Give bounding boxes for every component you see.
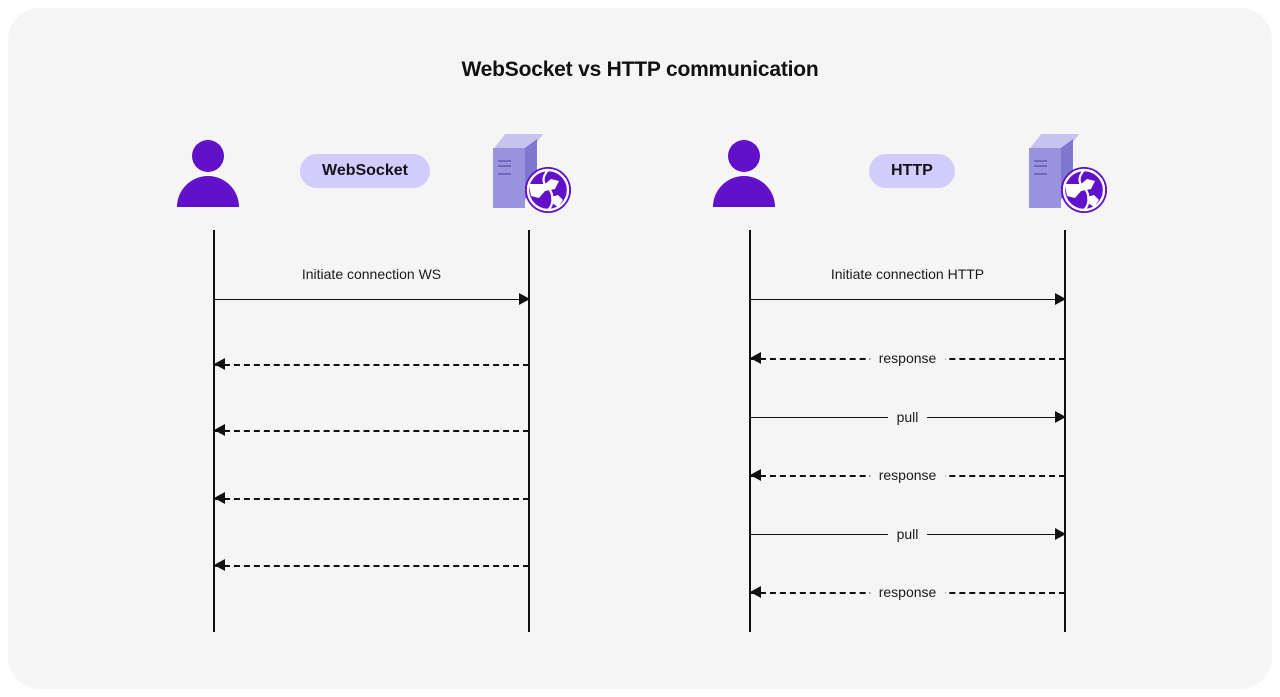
user-body-shape [177,176,239,207]
server-vent-line [498,160,511,162]
arrowhead-right [1055,293,1066,305]
arrowhead-left [214,358,225,370]
server-vent-line [1034,165,1047,167]
message-label: pull [887,524,928,544]
arrowhead-left [750,469,761,481]
arrowhead-left [214,424,225,436]
arrowhead-right [1055,411,1066,423]
server-vent-line [1034,160,1047,162]
message-http-4: pull [750,524,1066,545]
user-head-shape [192,140,224,172]
arrowhead-right [519,293,530,305]
server-vent-line [498,173,511,175]
message-http-3: response [750,465,1065,486]
message-http-2: pull [750,407,1066,428]
lifeline-http-server [1064,230,1066,632]
message-line-dashed [214,565,529,567]
server-front-face [493,148,525,208]
message-websocket-1 [214,355,529,375]
message-line-solid [214,299,529,300]
diagram-canvas: WebSocket vs HTTP communication WebSocke… [8,8,1272,689]
arrowhead-left [214,492,225,504]
message-http-5: response [750,582,1065,603]
arrowhead-left [750,352,761,364]
lifeline-http-client [749,230,751,632]
message-label: response [869,348,946,368]
server-globe-icon [492,134,573,216]
user-head-shape [728,140,760,172]
arrowhead-right [1055,528,1066,540]
arrowhead-left [214,559,225,571]
message-label: response [869,465,946,485]
page-title: WebSocket vs HTTP communication [461,58,819,81]
server-vent-line [498,165,511,167]
user-icon [174,134,254,214]
message-http-1: response [750,348,1065,369]
message-label: response [869,582,946,602]
globe-icon [1061,167,1107,213]
protocol-badge-http[interactable]: HTTP [869,154,955,188]
message-line-solid [750,299,1065,300]
message-websocket-4 [214,556,529,576]
message-line-dashed [214,430,529,432]
protocol-badge-websocket[interactable]: WebSocket [300,154,430,188]
server-front-face [1029,148,1061,208]
globe-icon [525,167,571,213]
message-label: pull [887,407,928,427]
lifeline-websocket-server [528,230,530,632]
message-label: Initiate connection WS [301,266,442,282]
user-body-shape [713,176,775,207]
server-globe-icon [1028,134,1109,216]
message-websocket-3 [214,489,529,509]
message-websocket-2 [214,421,529,441]
message-websocket-0: Initiate connection WS [214,266,530,310]
user-icon [710,134,790,214]
message-label: Initiate connection HTTP [830,266,985,282]
arrowhead-left [750,586,761,598]
message-line-dashed [214,498,529,500]
server-vent-line [1034,173,1047,175]
message-line-dashed [214,364,529,366]
message-http-0: Initiate connection HTTP [750,266,1066,310]
